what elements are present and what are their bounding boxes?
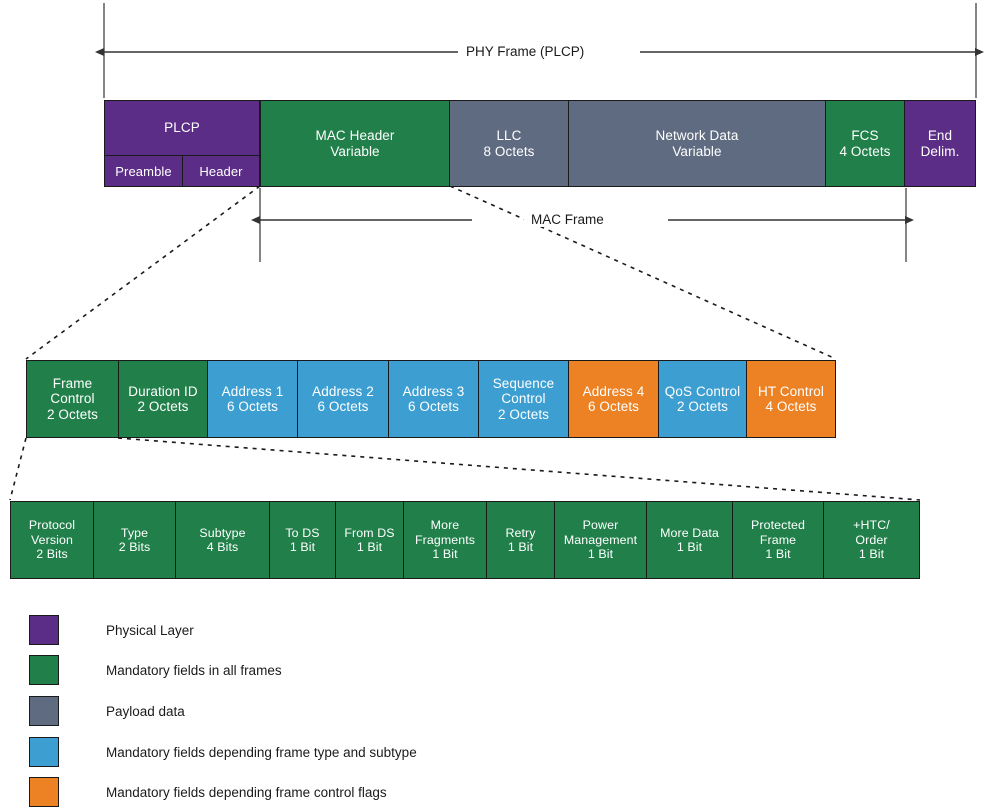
legend-label-payload-data: Payload data: [106, 703, 185, 719]
legend-item-physical-layer: Physical Layer: [29, 615, 194, 645]
legend-item-mandatory-all: Mandatory fields in all frames: [29, 655, 282, 685]
legend-swatch-payload-data: [29, 696, 59, 726]
legend-label-mandatory-all: Mandatory fields in all frames: [106, 662, 282, 678]
phy-block-end-delimiter[interactable]: End Delim.: [904, 100, 976, 187]
frame-control-expansion-connectors: [9, 437, 921, 501]
mac-field-address-1[interactable]: Address 1 6 Octets: [207, 360, 298, 438]
fc-bit-type[interactable]: Type 2 Bits: [93, 501, 176, 579]
legend-swatch-control-flags: [29, 777, 59, 807]
mac-frame-dimension-label: MAC Frame: [524, 212, 611, 227]
mac-field-address-4[interactable]: Address 4 6 Octets: [568, 360, 659, 438]
fc-bit-more-fragments[interactable]: More Fragments 1 Bit: [403, 501, 487, 579]
fc-bit-subtype[interactable]: Subtype 4 Bits: [175, 501, 270, 579]
phy-block-mac-header[interactable]: MAC Header Variable: [260, 100, 450, 187]
phy-frame-dimension-label: PHY Frame (PLCP): [459, 44, 592, 59]
mac-field-qos-control[interactable]: QoS Control 2 Octets: [658, 360, 747, 438]
mac-field-ht-control[interactable]: HT Control 4 Octets: [746, 360, 836, 438]
mac-field-sequence-control[interactable]: Sequence Control 2 Octets: [478, 360, 569, 438]
mac-field-address-3[interactable]: Address 3 6 Octets: [388, 360, 479, 438]
legend-item-payload-data: Payload data: [29, 696, 185, 726]
fc-bit-protected-frame[interactable]: Protected Frame 1 Bit: [732, 501, 824, 579]
fc-bit-retry[interactable]: Retry 1 Bit: [486, 501, 555, 579]
fc-bit-from-ds[interactable]: From DS 1 Bit: [335, 501, 404, 579]
phy-block-plcp[interactable]: PLCP: [104, 100, 260, 156]
phy-block-llc[interactable]: LLC 8 Octets: [449, 100, 569, 187]
legend-item-control-flags: Mandatory fields depending frame control…: [29, 777, 387, 807]
mac-field-address-2[interactable]: Address 2 6 Octets: [297, 360, 389, 438]
phy-block-plcp-header[interactable]: Header: [182, 155, 260, 187]
legend-item-type-subtype: Mandatory fields depending frame type an…: [29, 737, 417, 767]
mac-field-frame-control[interactable]: Frame Control 2 Octets: [26, 360, 119, 438]
phy-block-plcp-preamble[interactable]: Preamble: [104, 155, 183, 187]
fc-bit-protocol-version[interactable]: Protocol Version 2 Bits: [10, 501, 94, 579]
fc-bit-htc-order[interactable]: +HTC/ Order 1 Bit: [823, 501, 920, 579]
fc-bit-power-management[interactable]: Power Management 1 Bit: [554, 501, 647, 579]
mac-header-expansion-connectors: [25, 185, 837, 360]
fc-bit-to-ds[interactable]: To DS 1 Bit: [269, 501, 336, 579]
fc-bit-more-data[interactable]: More Data 1 Bit: [646, 501, 733, 579]
legend-label-type-subtype: Mandatory fields depending frame type an…: [106, 744, 417, 760]
mac-field-duration-id[interactable]: Duration ID 2 Octets: [118, 360, 208, 438]
phy-block-network-data[interactable]: Network Data Variable: [568, 100, 826, 187]
legend-label-control-flags: Mandatory fields depending frame control…: [106, 784, 387, 800]
phy-block-fcs[interactable]: FCS 4 Octets: [825, 100, 905, 187]
legend-swatch-mandatory-all: [29, 655, 59, 685]
legend-swatch-physical-layer: [29, 615, 59, 645]
legend-swatch-type-subtype: [29, 737, 59, 767]
legend-label-physical-layer: Physical Layer: [106, 622, 194, 638]
